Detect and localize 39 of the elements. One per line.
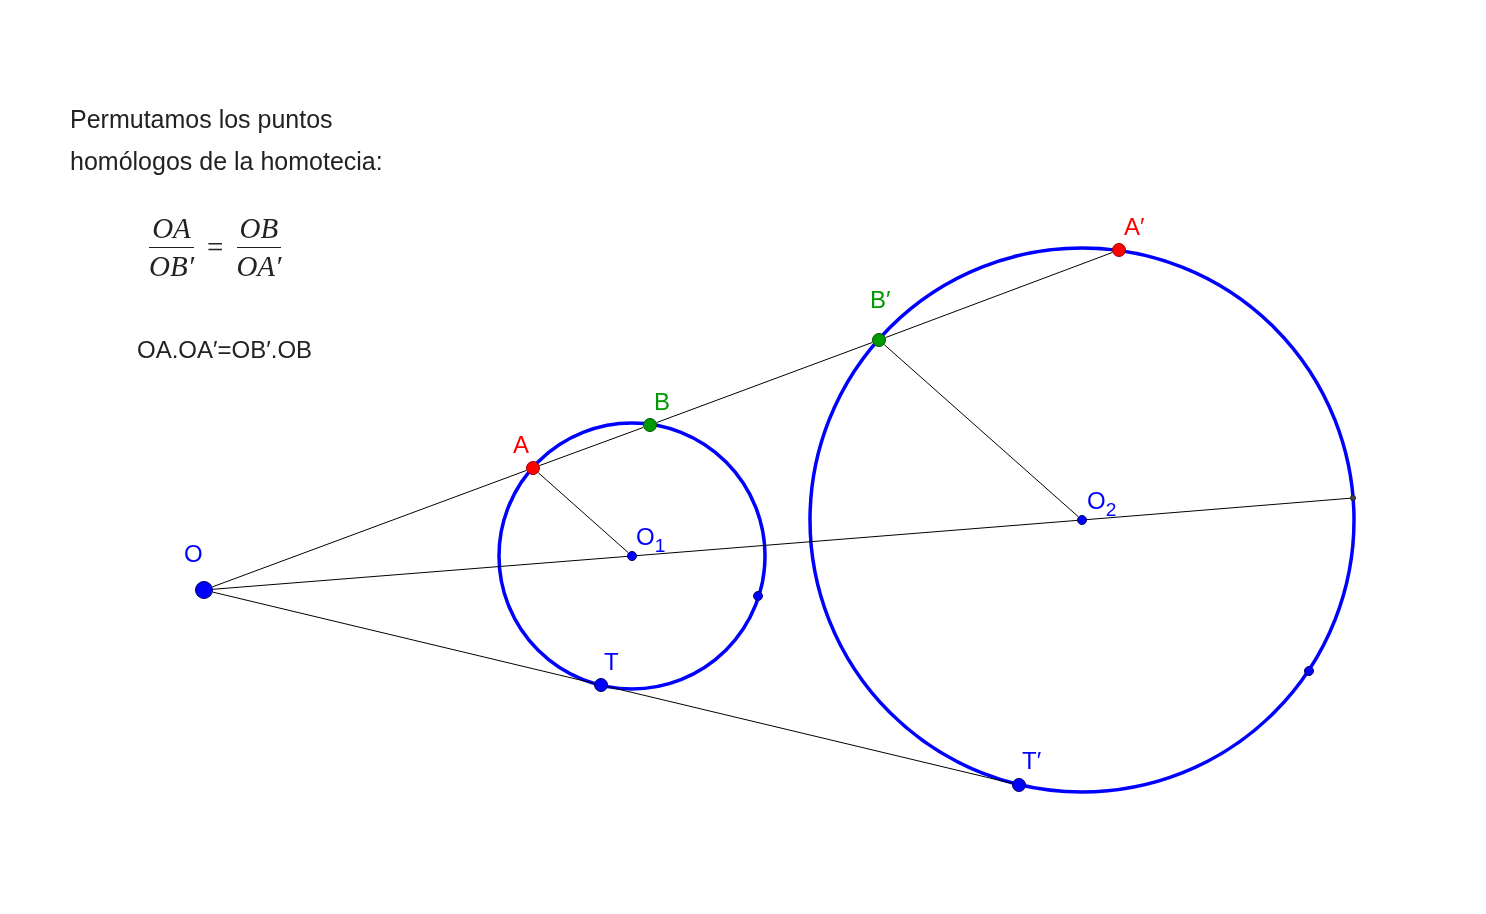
point-marker (872, 333, 886, 347)
point-label: T′ (1022, 749, 1042, 773)
line-segment (539, 426, 644, 467)
point-marker (1112, 243, 1126, 257)
point-label: T (604, 650, 619, 674)
point-label: O$_{1}$ (636, 525, 666, 555)
point-marker (1012, 778, 1026, 792)
numerator: OB (236, 212, 282, 248)
line-segment (211, 469, 527, 588)
point-label: B′ (870, 288, 891, 312)
point-marker (1304, 666, 1314, 676)
point-marker (1077, 515, 1087, 525)
point-marker (594, 678, 608, 692)
point-label: A′ (1124, 215, 1145, 239)
line-segment (1086, 497, 1351, 521)
denominator: OB′ (148, 249, 196, 283)
point-label: A (513, 433, 529, 457)
line-segment (656, 341, 873, 424)
line-segment (607, 686, 1013, 784)
point-label: B (654, 390, 670, 414)
point-marker (643, 418, 657, 432)
equation-text: OA.OA′=OB′.OB (137, 336, 313, 364)
line-segment (212, 555, 628, 590)
point-marker (753, 591, 763, 601)
line-segment (883, 344, 1079, 518)
point-label: O$_{2}$ (1087, 489, 1117, 519)
point-marker (1350, 495, 1356, 501)
point-marker (195, 581, 213, 599)
point-label: O (184, 542, 203, 566)
numerator: OA (149, 212, 194, 248)
denominator: OA′ (235, 249, 283, 283)
point-marker (627, 551, 637, 561)
line-segment (212, 591, 595, 684)
line-segment (537, 472, 629, 554)
line-segment (636, 519, 1078, 557)
line-segment (885, 251, 1113, 339)
intro-text: Permutamos los puntos homólogos de la homotecia: (70, 104, 384, 177)
point-marker (526, 461, 540, 475)
equals-sign: = (207, 231, 224, 264)
